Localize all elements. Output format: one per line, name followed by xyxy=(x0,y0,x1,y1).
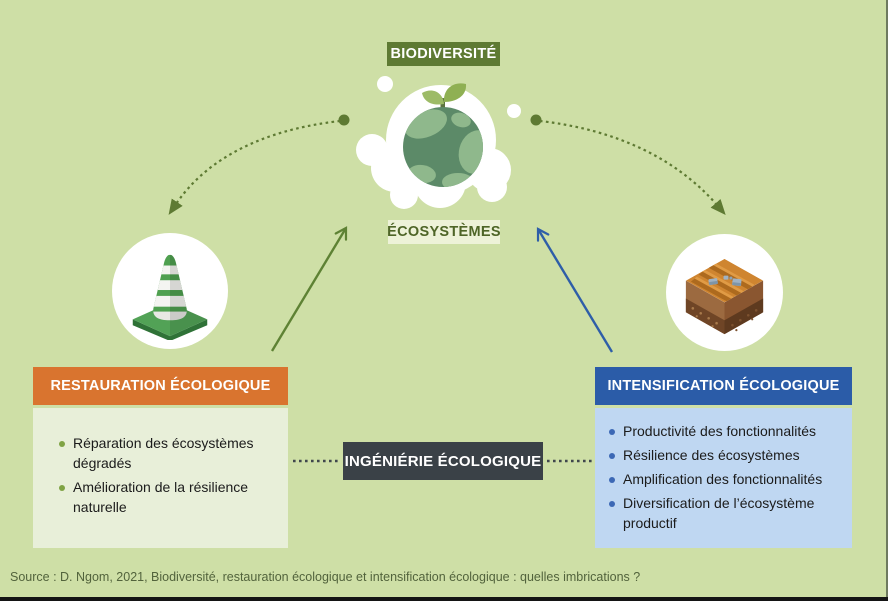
intensification-header: INTENSIFICATION ÉCOLOGIQUE xyxy=(595,367,852,405)
traffic-cone-icon xyxy=(112,233,228,349)
bottom-edge-border xyxy=(0,597,888,601)
ecosystems-badge: ÉCOSYSTÈMES xyxy=(387,220,501,244)
right-edge-border xyxy=(886,0,888,601)
soil-block-icon xyxy=(666,234,783,351)
list-item: Amplification des fonctionnalités xyxy=(609,470,844,490)
dotted-arrow-globe-to-soil xyxy=(539,119,726,215)
globe-sprout-icon xyxy=(340,76,540,226)
ecological-engineering-box: INGÉNIÉRIE ÉCOLOGIQUE xyxy=(343,442,543,480)
list-item: Réparation des écosystèmes dégradés xyxy=(59,434,270,474)
source-citation: Source : D. Ngom, 2021, Biodiversité, re… xyxy=(10,570,641,584)
list-item: Amélioration de la résilience naturelle xyxy=(59,478,270,518)
ecosystems-label: ÉCOSYSTÈMES xyxy=(387,224,501,240)
restoration-items: Réparation des écosystèmes dégradés Amél… xyxy=(59,434,270,518)
intensification-items: Productivité des fonctionnalités Résilie… xyxy=(609,422,844,534)
list-item: Résilience des écosystèmes xyxy=(609,446,844,466)
restoration-list: Réparation des écosystèmes dégradés Amél… xyxy=(33,408,288,548)
restoration-title: RESTAURATION ÉCOLOGIQUE xyxy=(50,378,271,394)
biodiversity-badge: BIODIVERSITÉ xyxy=(387,42,500,66)
biodiversity-label: BIODIVERSITÉ xyxy=(390,46,497,62)
list-item: Diversification de l’écosystème producti… xyxy=(609,494,844,534)
dotted-arrow-globe-to-cone xyxy=(168,119,341,215)
intensification-title: INTENSIFICATION ÉCOLOGIQUE xyxy=(607,378,840,394)
list-item: Productivité des fonctionnalités xyxy=(609,422,844,442)
arrow-restauration-to-ecosystemes xyxy=(270,226,348,352)
arrow-intensification-to-ecosystemes xyxy=(536,227,614,353)
restoration-header: RESTAURATION ÉCOLOGIQUE xyxy=(33,367,288,405)
ecological-engineering-label: INGÉNIÉRIE ÉCOLOGIQUE xyxy=(344,452,542,470)
intensification-list: Productivité des fonctionnalités Résilie… xyxy=(595,408,852,548)
